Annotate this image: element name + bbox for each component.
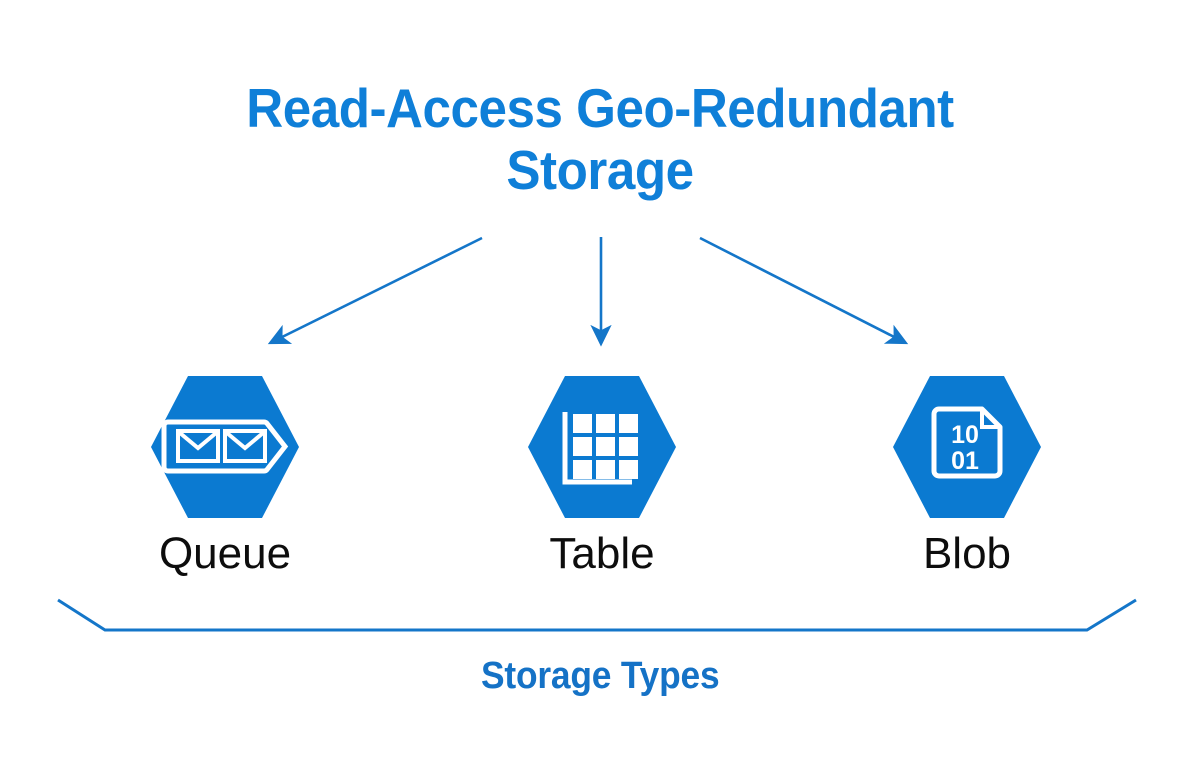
node-table[interactable]: Table — [492, 376, 712, 576]
table-cell — [573, 437, 592, 456]
diagram-title: Read-Access Geo-Redundant Storage — [150, 77, 1050, 201]
blob-icon: 10 01 — [893, 376, 1041, 518]
document-outline — [931, 406, 1003, 479]
node-queue-label: Queue — [158, 529, 292, 578]
table-cell — [619, 437, 638, 456]
table-cell — [619, 460, 638, 479]
table-axis-lines — [562, 412, 632, 485]
queue-hexagon[interactable] — [151, 376, 299, 518]
table-cell — [596, 437, 615, 456]
diagram-title-text: Read-Access Geo-Redundant Storage — [246, 77, 954, 201]
queue-icon — [151, 376, 299, 518]
storage-types-caption-text: Storage Types — [481, 655, 720, 697]
storage-types-caption: Storage Types — [0, 655, 1201, 698]
node-table-label: Table — [549, 529, 655, 578]
arrow-to-blob — [699, 236, 909, 345]
table-hexagon[interactable] — [528, 376, 676, 518]
table-cell — [596, 460, 615, 479]
arrow-to-queue — [267, 236, 483, 345]
table-cell — [573, 414, 592, 433]
queue-container-outline — [161, 419, 289, 474]
table-cell — [596, 414, 615, 433]
document-fold-corner — [980, 409, 1000, 429]
envelope-1-flap — [178, 431, 218, 451]
blob-binary-bottom: 01 — [951, 447, 979, 475]
hexagon-shape — [893, 376, 1041, 518]
storage-types-bracket — [57, 598, 1137, 632]
node-blob[interactable]: 10 01 Blob — [857, 376, 1077, 576]
envelope-1-body — [176, 429, 220, 463]
node-blob-label: Blob — [922, 529, 1012, 578]
table-icon — [528, 376, 676, 518]
blob-binary-top: 10 — [951, 421, 979, 449]
table-cell — [619, 414, 638, 433]
envelope-2-body — [223, 429, 267, 463]
blob-hexagon[interactable]: 10 01 — [893, 376, 1041, 518]
node-queue[interactable]: Queue — [115, 376, 335, 576]
table-grid-cells — [573, 414, 638, 479]
envelope-2-flap — [225, 431, 265, 451]
table-cell — [573, 460, 592, 479]
